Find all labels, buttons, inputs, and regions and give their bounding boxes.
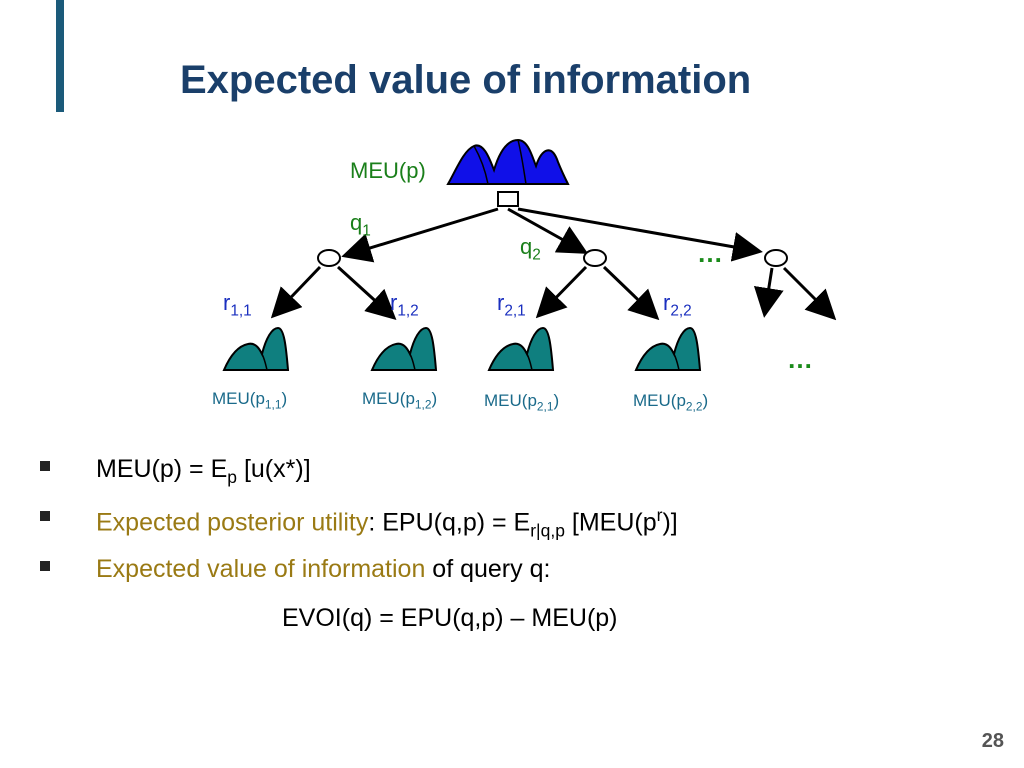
square-bullet-icon [40,511,50,521]
edge-r32 [782,266,837,321]
edge-q2 [507,207,589,254]
chance-node-1 [317,249,341,267]
response-label-r21: r2,1 [497,290,526,320]
response-label-r22: r2,2 [663,290,692,320]
edge-r31 [753,267,784,318]
root-decision-node [497,191,519,207]
edge-r21 [535,265,588,319]
leaf-distribution-3 [487,326,555,371]
bullet-item: Expected posterior utility: EPU(q,p) = E… [40,505,1000,555]
root-meu-label: MEU(p) [350,158,426,183]
leaf-meu-label-12: MEU(p1,2) [362,389,438,412]
response-label-r11: r1,1 [223,290,252,320]
edge-q-more [517,207,763,262]
accent-bar [56,0,64,112]
chance-node-2 [583,249,607,267]
response-label-r12: r1,2 [390,290,419,320]
evoi-formula: EVOI(q) = EPU(q,p) – MEU(p) [282,604,618,632]
more-responses-ellipsis: … [787,344,815,374]
edge-r22 [602,265,660,321]
leaf-distribution-1 [222,326,290,371]
square-bullet-icon [40,561,50,571]
page-number: 28 [981,730,1004,752]
query-label-q2: q2 [520,234,541,264]
bullet-item: MEU(p) = Ep [u(x*)] [40,455,1000,505]
root-distribution [446,138,570,185]
leaf-meu-label-11: MEU(p1,1) [212,389,288,412]
bullet-item: Expected value of information of query q… [40,555,1000,605]
square-bullet-icon [40,461,50,471]
slide-title: Expected value of information [180,58,752,102]
edge-q1 [341,207,499,263]
chance-node-3 [764,249,788,267]
bullet-list: MEU(p) = Ep [u(x*)] Expected posterior u… [40,455,1000,605]
leaf-meu-label-21: MEU(p2,1) [484,391,560,414]
edge-r11 [270,265,322,319]
leaf-distribution-2 [370,326,438,371]
leaf-meu-label-22: MEU(p2,2) [633,391,709,414]
query-label-q1: q1 [350,210,371,240]
edge-r12 [336,265,397,321]
leaf-distribution-4 [634,326,702,371]
more-queries-ellipsis: … [697,238,725,268]
